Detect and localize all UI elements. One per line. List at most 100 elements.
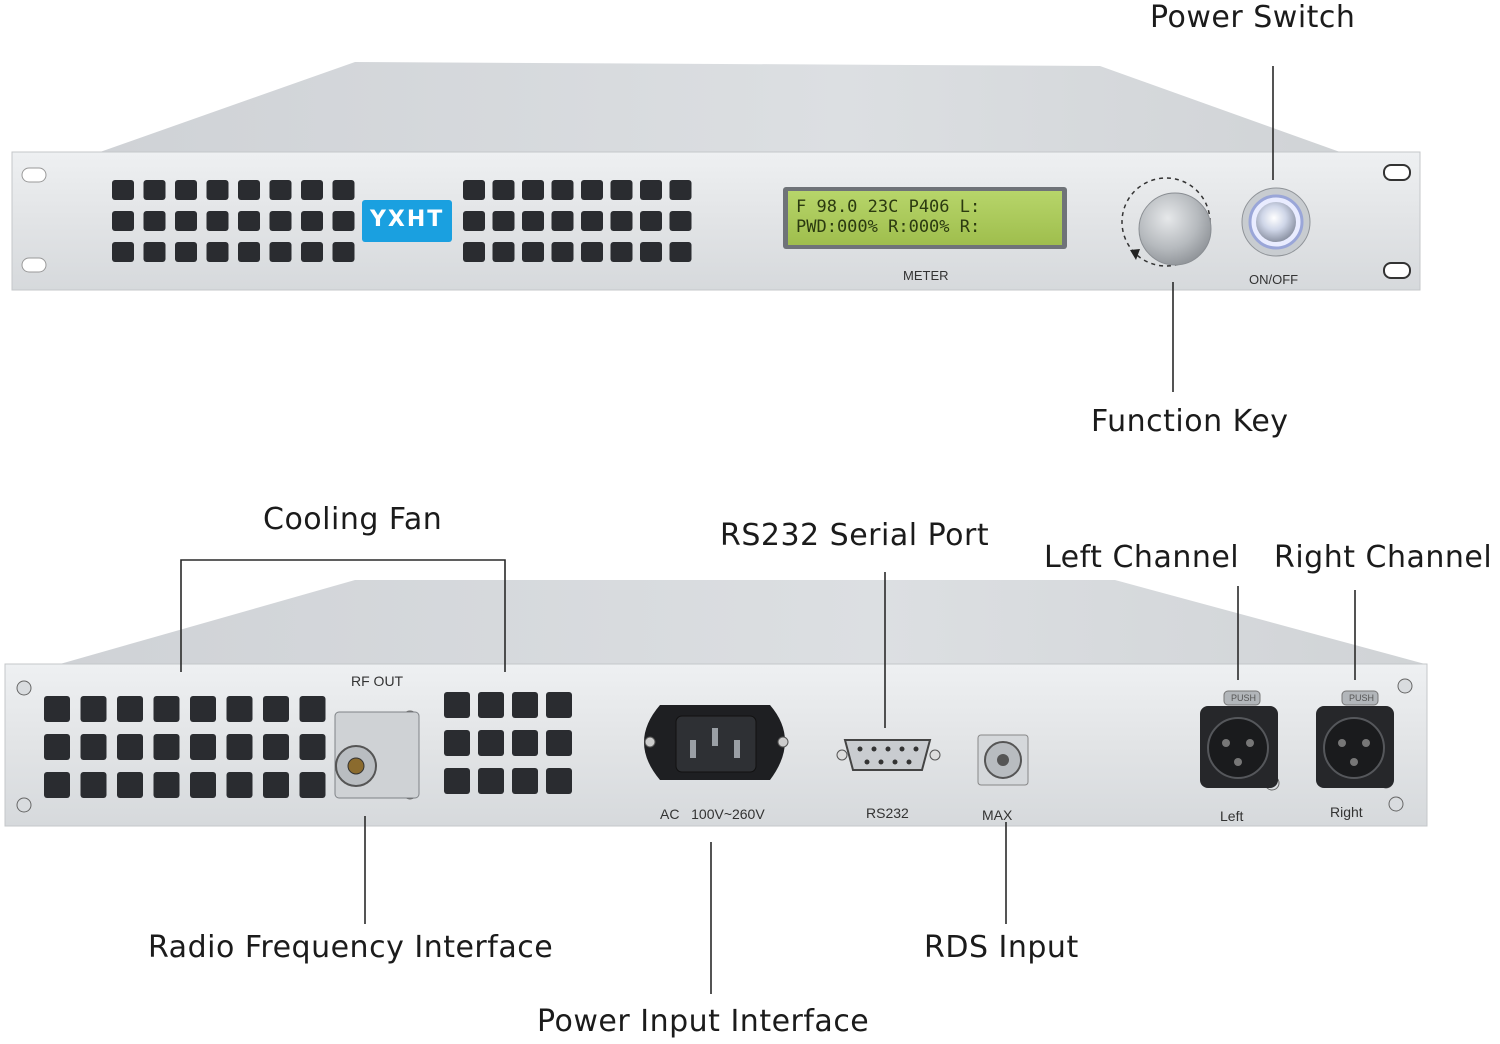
vent-slot xyxy=(263,734,289,760)
brand-plate xyxy=(362,200,452,242)
vent-slot xyxy=(301,242,323,262)
vent-slot xyxy=(190,734,216,760)
vent-slot xyxy=(444,730,470,756)
db9-pin-icon xyxy=(878,759,884,765)
db9-pin-icon xyxy=(906,759,912,765)
xlr-pin-icon xyxy=(1338,739,1346,747)
screw-icon xyxy=(16,680,32,696)
vent-slot xyxy=(551,211,574,231)
function-knob[interactable] xyxy=(1138,192,1212,266)
vent-slot xyxy=(80,772,107,798)
vent-slot xyxy=(143,242,166,262)
vent-slot xyxy=(478,730,504,756)
vent-slot xyxy=(640,242,662,262)
rear-unit-top xyxy=(60,580,1425,664)
vent-slot xyxy=(206,180,229,200)
vent-slot xyxy=(512,730,538,756)
bnc-pin-icon xyxy=(997,754,1009,766)
callout-cooling-fan: Cooling Fan xyxy=(263,502,443,537)
front-unit xyxy=(11,62,1421,291)
screw-icon xyxy=(929,749,941,761)
vent-slot xyxy=(669,211,692,231)
front-vent-grid-left xyxy=(112,180,355,262)
meter-label: METER xyxy=(903,268,949,283)
rear-vent-grid-left xyxy=(44,696,326,798)
rear-vent-grid-right xyxy=(444,692,572,794)
leader-cooling-fan xyxy=(180,559,506,672)
callout-rds-input: RDS Input xyxy=(924,930,1079,965)
vent-slot xyxy=(153,696,180,722)
vent-slot xyxy=(299,734,326,760)
vent-slot xyxy=(463,211,485,231)
rack-hole-icon xyxy=(1383,262,1411,279)
vent-slot xyxy=(551,242,574,262)
db9-pin-icon xyxy=(892,759,898,765)
vent-slot xyxy=(80,734,107,760)
vent-slot xyxy=(581,211,603,231)
xlr-push-tab[interactable] xyxy=(1341,690,1379,706)
xlr-left xyxy=(1200,690,1278,788)
front-unit-top xyxy=(100,62,1340,152)
vent-slot xyxy=(263,696,289,722)
callout-function-key: Function Key xyxy=(1091,404,1289,439)
xlr-right-socket[interactable] xyxy=(1323,717,1385,779)
vent-slot xyxy=(206,211,229,231)
rack-hole-icon xyxy=(21,257,47,273)
xlr-push-tab[interactable] xyxy=(1223,690,1261,706)
vent-slot xyxy=(546,730,572,756)
rear-unit xyxy=(4,580,1428,827)
vent-slot xyxy=(332,211,355,231)
xlr-pin-icon xyxy=(1350,758,1358,766)
ac-voltage-label: AC 100V~260V xyxy=(660,806,765,822)
vent-slot xyxy=(512,768,538,794)
vent-slot xyxy=(301,180,323,200)
db9-pin-icon xyxy=(885,746,891,752)
ac-pin-icon xyxy=(712,728,718,746)
vent-slot xyxy=(640,180,662,200)
vent-slot xyxy=(238,211,260,231)
vent-slot xyxy=(190,772,216,798)
vent-slot xyxy=(522,211,544,231)
xlr-pin-icon xyxy=(1246,739,1254,747)
vent-slot xyxy=(263,772,289,798)
right-label: Right xyxy=(1330,804,1363,820)
callout-left-channel: Left Channel xyxy=(1044,540,1240,575)
screw-icon xyxy=(1388,796,1404,812)
left-label: Left xyxy=(1220,808,1244,824)
vent-slot xyxy=(112,211,134,231)
vent-slot xyxy=(522,242,544,262)
vent-slot xyxy=(238,180,260,200)
vent-slot xyxy=(117,772,143,798)
db9-pin-icon xyxy=(899,746,905,752)
vent-slot xyxy=(175,242,197,262)
db9-pin-icon xyxy=(864,759,870,765)
xlr-pin-icon xyxy=(1222,739,1230,747)
vent-slot xyxy=(444,692,470,718)
rack-hole-icon xyxy=(1383,164,1411,181)
rs232-label: RS232 xyxy=(866,805,909,821)
push-label-right: PUSH xyxy=(1349,693,1375,703)
vent-slot xyxy=(332,180,355,200)
power-button[interactable] xyxy=(1256,202,1296,242)
rs232-port[interactable] xyxy=(843,739,932,771)
db9-pins xyxy=(857,746,919,765)
vent-slot xyxy=(190,696,216,722)
callout-rf-interface: Radio Frequency Interface xyxy=(148,930,554,965)
vent-slot xyxy=(444,768,470,794)
vent-slot xyxy=(301,211,323,231)
callout-right-channel: Right Channel xyxy=(1274,540,1493,575)
max-label: MAX xyxy=(982,807,1013,823)
vent-slot xyxy=(44,772,70,798)
vent-slot xyxy=(478,768,504,794)
rf-out-label: RF OUT xyxy=(351,673,404,689)
callout-power-switch: Power Switch xyxy=(1150,0,1356,35)
vent-slot xyxy=(581,242,603,262)
vent-slot xyxy=(44,734,70,760)
vent-slot xyxy=(610,180,633,200)
callout-rs232: RS232 Serial Port xyxy=(720,518,990,553)
vent-slot xyxy=(492,242,515,262)
rack-hole-icon xyxy=(21,167,47,183)
vent-slot xyxy=(512,692,538,718)
xlr-left-socket[interactable] xyxy=(1207,717,1269,779)
vent-slot xyxy=(610,242,633,262)
